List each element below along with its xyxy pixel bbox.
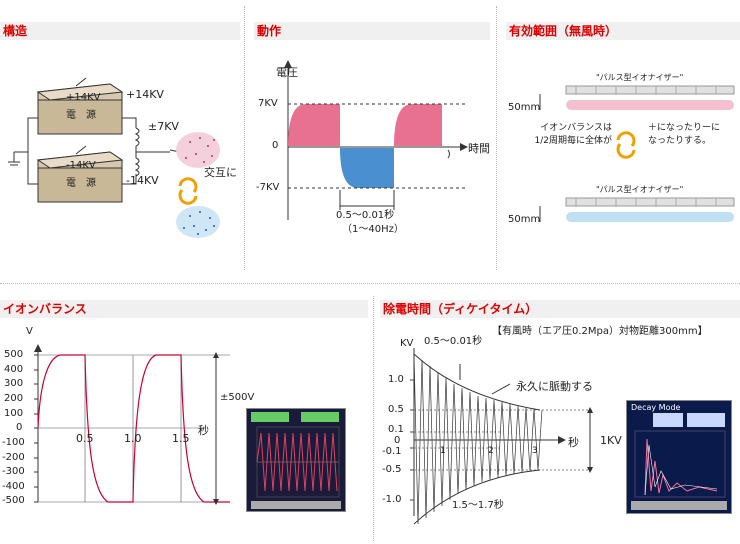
oscilloscope-screen — [246, 408, 346, 512]
distance-bottom: 50mm — [508, 214, 541, 225]
pulse-note: 永久に脈動する — [516, 380, 593, 393]
divider — [373, 296, 374, 541]
distance-top: 50mm — [508, 102, 541, 113]
psu-bottom-voltage: -14KV — [66, 160, 96, 171]
decay-time-panel: 除電時間（ディケイタイム） 【有風時（エア圧0.2Mpa）対物距離300mm】 … — [380, 300, 740, 543]
balance-note-left: イオンバランスは 1/2周期毎に全体が — [534, 123, 613, 146]
divider — [496, 6, 497, 270]
decay-graph — [410, 348, 593, 525]
operation-panel: 動作 電圧 時間 7KV 0 -7KV 0.5〜0.01秒 （1〜40Hz） — [254, 22, 490, 272]
emitter-voltage: ±7KV — [148, 120, 179, 133]
y-tick: 0.1 — [388, 424, 404, 435]
condition-label: 【有風時（エア圧0.2Mpa）対物距離300mm】 — [492, 326, 708, 337]
tick-negative: -7KV — [256, 182, 280, 193]
ion-balance-panel: イオンバランス V 500 400 300 200 100 0 -100 -20… — [0, 300, 368, 543]
x-tick: 1 — [440, 446, 446, 456]
y-axis-label: 電圧 — [276, 66, 298, 79]
y-tick: -200 — [2, 452, 25, 463]
y-tick: 0 — [16, 422, 23, 433]
panel-title: 動作 — [254, 22, 490, 40]
y-tick: 500 — [4, 349, 24, 360]
x-tick: 1.5 — [172, 432, 190, 445]
x-unit: 秒 — [198, 424, 209, 437]
divider — [0, 283, 740, 284]
scope-tab — [251, 412, 289, 422]
psu-top-voltage: +14KV — [66, 92, 101, 103]
y-tick: -0.5 — [382, 464, 402, 475]
y-tick: -400 — [2, 481, 25, 492]
y-tick: -100 — [2, 437, 25, 448]
operation-graph — [284, 60, 468, 220]
y-tick: -500 — [2, 495, 25, 506]
x-tick: 3 — [532, 446, 538, 456]
divider — [244, 6, 245, 270]
scope-tab — [301, 412, 339, 422]
bottom-time-label: 1.5〜1.7秒 — [452, 500, 504, 511]
effective-range-diagram — [539, 85, 735, 222]
effective-range-panel: 有効範囲（無風時） "パルス型イオナイザー" 50mm イオンバランスは 1/2… — [506, 22, 740, 272]
y-tick: -1.0 — [382, 494, 402, 505]
structure-panel: 構造 — [0, 22, 240, 272]
psu-bottom-name: 電 源 — [66, 178, 96, 189]
balance-note-right: ＋になったりーに なったりする。 — [648, 123, 721, 146]
y-tick: 200 — [4, 393, 24, 404]
caption-top: "パルス型イオナイザー" — [596, 73, 684, 82]
x-tick: 0.5 — [76, 432, 94, 445]
span-label: 1KV — [600, 434, 622, 447]
output-bottom-label: -14KV — [126, 174, 159, 187]
x-axis-label: 時間 — [468, 142, 490, 155]
tick-positive: 7KV — [258, 98, 278, 109]
y-tick: 0.5 — [388, 404, 404, 415]
structure-diagram — [8, 77, 220, 238]
ion-balance-graph — [34, 344, 230, 505]
alternate-label: 交互に — [204, 166, 237, 179]
monitor-header: Decay Mode — [631, 403, 681, 412]
scope-trace — [251, 426, 341, 509]
y-unit: KV — [400, 338, 414, 349]
y-tick: -300 — [2, 466, 25, 477]
tick-zero: 0 — [272, 140, 279, 151]
y-unit: V — [26, 326, 33, 337]
y-tick: 300 — [4, 378, 24, 389]
x-unit: 秒 — [568, 436, 579, 449]
amplitude-label: ±500V — [220, 392, 255, 403]
output-top-label: +14KV — [126, 88, 164, 101]
y-tick: 0 — [394, 435, 401, 446]
period-label: 0.5〜0.01秒 — [336, 210, 395, 221]
y-tick: 400 — [4, 364, 24, 375]
caption-bottom: "パルス型イオナイザー" — [596, 185, 684, 194]
panel-title: 有効範囲（無風時） — [506, 22, 740, 40]
x-tick: 2 — [488, 446, 494, 456]
panel-title: イオンバランス — [0, 300, 368, 318]
psu-top-name: 電 源 — [66, 110, 96, 121]
y-tick: -0.1 — [382, 446, 402, 457]
y-tick: 1.0 — [388, 374, 404, 385]
x-tick: 1.0 — [124, 432, 142, 445]
panel-title: 構造 — [0, 22, 240, 40]
panel-title: 除電時間（ディケイタイム） — [380, 300, 740, 318]
top-time-label: 0.5〜0.01秒 — [424, 336, 483, 347]
monitor-trace — [631, 413, 727, 510]
decay-monitor: Decay Mode — [626, 400, 732, 514]
y-tick: 100 — [4, 408, 24, 419]
frequency-label: （1〜40Hz） — [342, 224, 404, 235]
